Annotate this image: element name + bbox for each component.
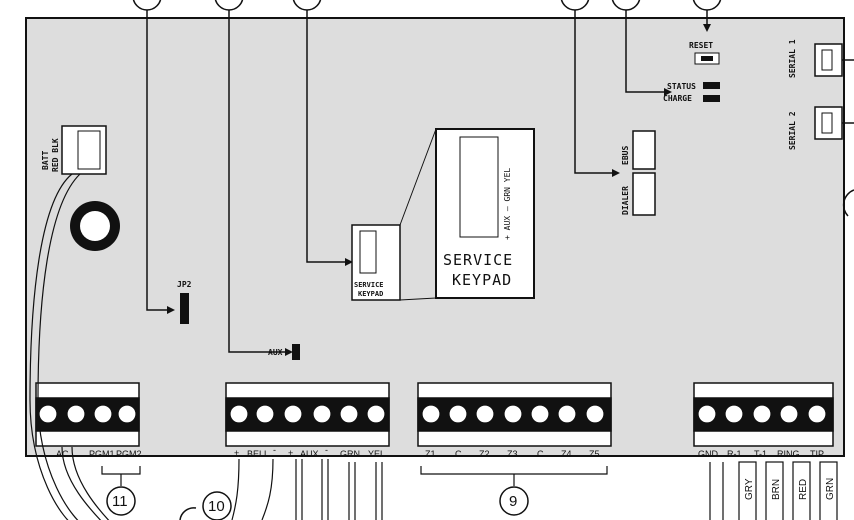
terminal-c2: C (537, 449, 544, 459)
aux-indicator (292, 344, 300, 360)
terminal-yel: YEL (368, 449, 385, 459)
status-led (703, 82, 720, 89)
terminal-aux-plus: + (288, 448, 293, 458)
status-label: STATUS (667, 82, 696, 91)
serial1-label: SERIAL 1 (788, 39, 797, 78)
battery-wires (29, 173, 110, 520)
callout-9-label: 9 (509, 493, 517, 510)
service-big-line2: KEYPAD (452, 271, 512, 289)
zoom-lines (399, 128, 437, 301)
terminal-z5: Z5 (589, 449, 600, 459)
terminal-c1: C (455, 449, 462, 459)
wire-brn: BRN (771, 479, 782, 500)
aux-label: AUX (268, 348, 283, 357)
terminal-pgm2: PGM2 (116, 449, 142, 459)
serial2-label: SERIAL 2 (788, 111, 797, 150)
dialer-label: DIALER (621, 186, 630, 215)
callout-11-label: 11 (112, 493, 128, 510)
terminal-z1: Z1 (425, 449, 436, 459)
callout-9 (499, 486, 529, 516)
serial-1-connector: SERIAL 1 (788, 39, 854, 78)
battery-connector: BATT RED BLK (41, 125, 107, 175)
phone-wires (709, 461, 838, 520)
arrowheads (167, 24, 711, 356)
ebus-dialer-connectors (632, 130, 656, 216)
terminal-tip: TIP (810, 449, 824, 459)
terminal-bell: BELL (247, 449, 269, 459)
terminal-aux: AUX (300, 449, 319, 459)
service-keypad-large: + AUX – GRN YEL SERVICE KEYPAD (435, 128, 535, 299)
terminal-z4: Z4 (561, 449, 572, 459)
jp2-label: JP2 (177, 280, 192, 289)
group-brackets (101, 466, 608, 486)
jp2-jumper[interactable] (180, 293, 189, 324)
terminal-bell-plus: + (234, 448, 239, 458)
callout-11 (106, 486, 136, 516)
terminal-ring: RING (777, 449, 800, 459)
service-small-line2: KEYPAD (358, 290, 383, 298)
service-small-line1: SERVICE (354, 281, 384, 289)
terminal-r1: R-1 (727, 449, 742, 459)
reset-label: RESET (689, 41, 713, 50)
keypad-pins-label: + AUX – GRN YEL (503, 168, 512, 240)
terminal-grn: GRN (340, 449, 360, 459)
terminal-block-bell-aux-keypad (225, 382, 390, 447)
serial-2-connector: SERIAL 2 (788, 106, 854, 150)
ebus-label: EBUS (621, 146, 630, 165)
service-big-line1: SERVICE (443, 251, 513, 269)
terminal-z2: Z2 (479, 449, 490, 459)
terminal-pgm1: PGM1 (89, 449, 115, 459)
terminal-z3: Z3 (507, 449, 518, 459)
terminal-bell-minus: - (273, 445, 276, 455)
terminal-gnd: GND (698, 449, 719, 459)
callout-10-label: 10 (208, 498, 225, 515)
wire-gry: GRY (744, 478, 755, 500)
terminal-screws (38, 404, 827, 424)
red-blk-label: RED BLK (51, 138, 60, 172)
wire-grn: GRN (825, 478, 836, 500)
top-callouts (132, 0, 722, 11)
wire-red: RED (798, 479, 809, 500)
terminal-aux-minus: - (325, 445, 328, 455)
callout-10 (202, 491, 232, 520)
terminal-t1: T-1 (754, 449, 767, 459)
charge-label: CHARGE (663, 94, 692, 103)
bell-aux-wires (231, 458, 383, 520)
charge-led (703, 95, 720, 102)
leader-lines (146, 10, 708, 353)
batt-label: BATT (41, 151, 50, 170)
service-keypad-small-connector: SERVICE KEYPAD (351, 224, 401, 301)
